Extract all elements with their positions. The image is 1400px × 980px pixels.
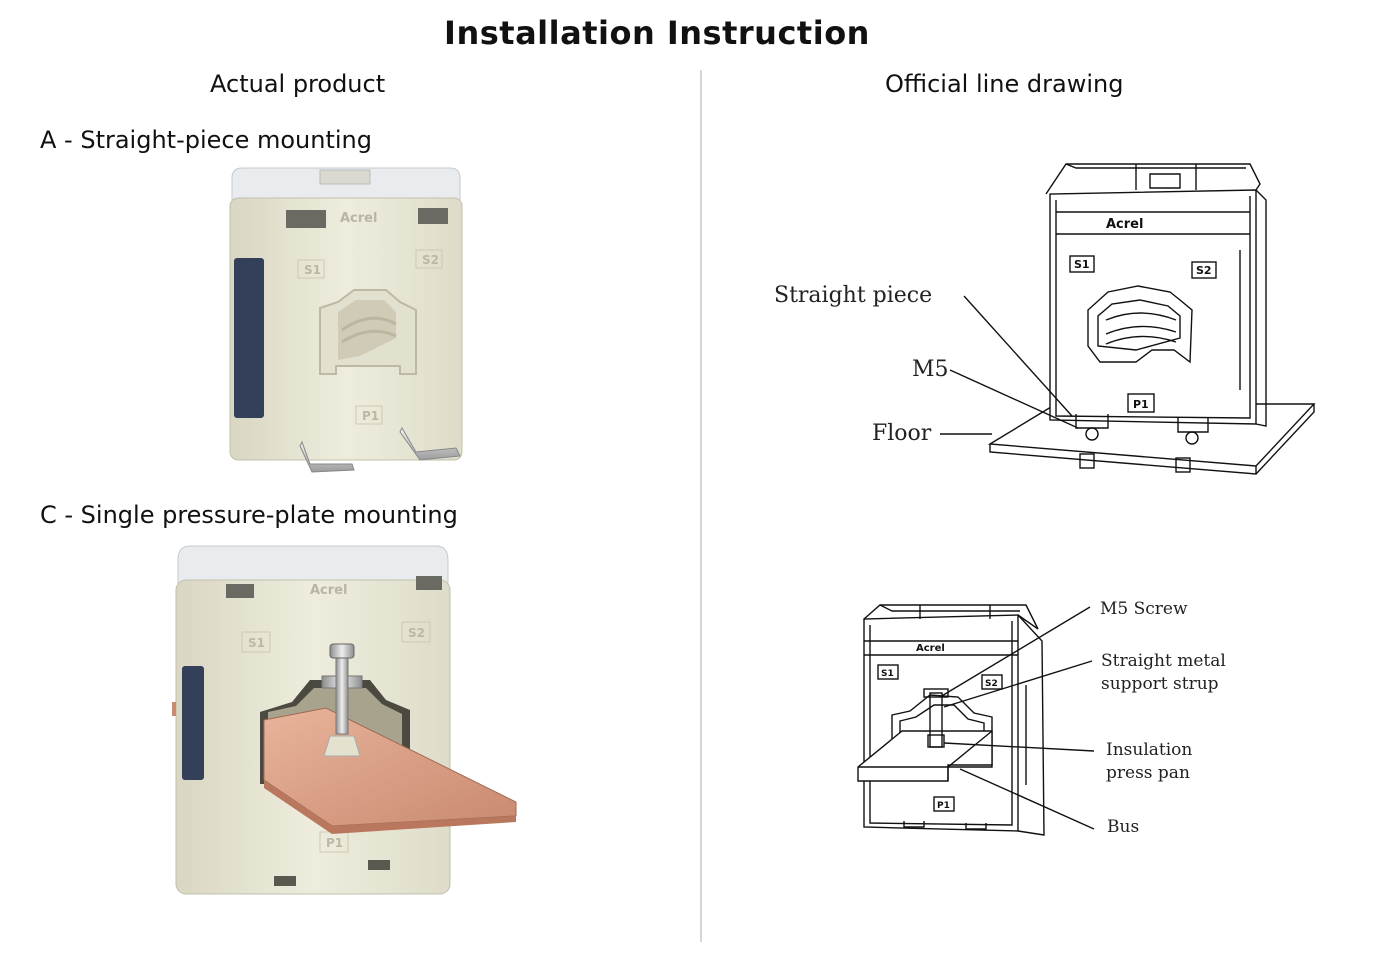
section-c-drawing-label-p1: P1 (937, 801, 950, 811)
callout-m5: M5 (912, 357, 949, 382)
section-c-drawing-label-s2: S2 (985, 679, 998, 689)
section-a-drawing-brand: Acrel (1106, 217, 1143, 232)
section-a-photo-label-s2: S2 (422, 253, 439, 267)
section-c-heading: C - Single pressure-plate mounting (40, 501, 458, 529)
callout-press-pan: press pan (1106, 763, 1190, 783)
callout-straight-piece: Straight piece (774, 283, 932, 308)
column-divider (700, 70, 702, 942)
section-c-drawing-label-s1: S1 (881, 669, 894, 679)
section-c-photo-label-s1: S1 (248, 636, 265, 650)
right-column-title: Official line drawing (885, 70, 1124, 98)
section-a-product-photo: Acrel S1 S2 P1 (229, 167, 463, 473)
section-c-photo-brand: Acrel (310, 583, 347, 598)
callout-bus: Bus (1107, 817, 1139, 837)
section-c-photo-label-s2: S2 (408, 626, 425, 640)
section-a-line-drawing: Acrel S1 S2 P1 Straight piece M5 Floor (774, 163, 1316, 475)
page-title: Installation Instruction (444, 14, 870, 52)
section-c-product-photo: Acrel S1 S2 P1 (172, 545, 517, 895)
section-c-line-drawing: Acrel S1 S2 P1 M5 Screw Straight metal s… (857, 599, 1226, 837)
section-a-photo-brand: Acrel (340, 211, 377, 226)
section-a-photo-label-s1: S1 (304, 263, 321, 277)
section-a-drawing-label-p1: P1 (1133, 398, 1149, 411)
callout-straight-metal: Straight metal (1101, 651, 1226, 671)
section-c-photo-label-p1: P1 (326, 836, 343, 850)
left-column-title: Actual product (210, 70, 386, 98)
section-a-heading: A - Straight-piece mounting (40, 126, 373, 154)
section-a-drawing-label-s2: S2 (1196, 264, 1212, 277)
section-a-drawing-label-s1: S1 (1074, 258, 1090, 271)
callout-m5-screw: M5 Screw (1100, 599, 1188, 619)
callout-support-strup: support strup (1101, 674, 1219, 694)
section-c-drawing-brand: Acrel (916, 643, 945, 654)
section-a-photo-label-p1: P1 (362, 409, 379, 423)
callout-insulation: Insulation (1106, 740, 1192, 760)
callout-floor: Floor (872, 421, 932, 446)
